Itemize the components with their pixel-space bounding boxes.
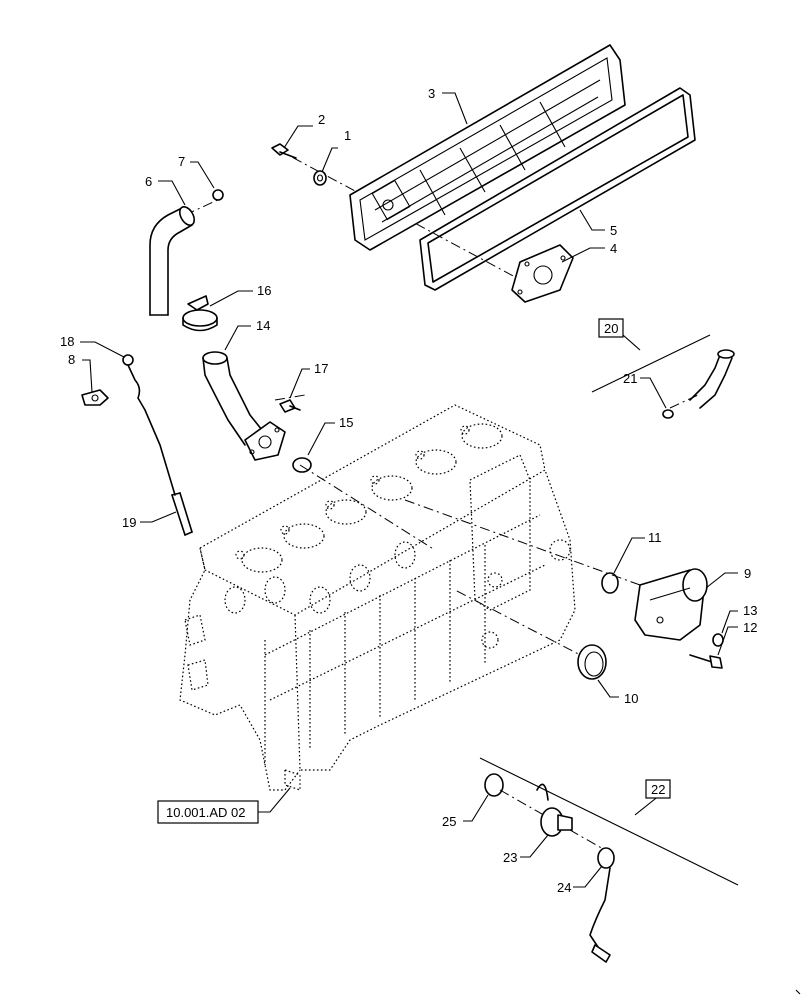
callout-15: 15 — [339, 415, 353, 430]
callout-24: 24 — [557, 880, 571, 895]
kit-22-group — [479, 757, 739, 963]
kit-box-22: 22 — [645, 779, 671, 799]
cover-bolt — [271, 143, 297, 159]
fill-tube-bolt — [279, 399, 301, 413]
callout-labels: 1 2 3 4 5 6 7 8 9 10 11 12 13 14 15 16 1… — [60, 86, 757, 895]
housing-bolt — [689, 654, 723, 669]
engine-block — [179, 404, 576, 791]
oil-fill-tube — [202, 351, 286, 461]
dipstick-tube — [171, 492, 193, 536]
callout-4: 4 — [610, 241, 617, 256]
kit-20-group — [591, 327, 735, 419]
breather-plate — [511, 244, 574, 303]
fill-tube-o-ring — [292, 457, 312, 473]
callout-12: 12 — [743, 620, 757, 635]
oil-filler-cap — [182, 295, 218, 332]
hose-clamp — [212, 189, 224, 201]
callout-19: 19 — [122, 515, 136, 530]
cover-washer — [313, 170, 327, 186]
reference-link-label[interactable]: 10.001.AD 02 — [166, 805, 246, 820]
callout-1: 1 — [344, 128, 351, 143]
leader-lines — [80, 92, 738, 888]
callout-5: 5 — [610, 223, 617, 238]
callout-13: 13 — [743, 603, 757, 618]
callout-7: 7 — [178, 154, 185, 169]
reference-link[interactable]: 10.001.AD 02 — [157, 800, 259, 824]
valve-cover-gasket — [419, 87, 696, 291]
kit-box-20-label: 20 — [604, 321, 618, 336]
callout-9: 9 — [744, 566, 751, 581]
dipstick — [122, 354, 176, 496]
thermostat-seal — [577, 644, 607, 680]
callout-25: 25 — [442, 814, 456, 829]
kit-box-22-label: 22 — [651, 782, 665, 797]
corner-mark — [795, 989, 801, 995]
callout-11: 11 — [648, 530, 662, 545]
callout-21: 21 — [623, 371, 637, 386]
callout-8: 8 — [68, 352, 75, 367]
dipstick-clip — [81, 389, 109, 406]
thermostat-housing — [634, 568, 708, 641]
callout-6: 6 — [145, 174, 152, 189]
callout-18: 18 — [60, 334, 74, 349]
callout-14: 14 — [256, 318, 270, 333]
callout-16: 16 — [257, 283, 271, 298]
valve-cover — [349, 44, 626, 251]
callout-3: 3 — [428, 86, 435, 101]
breather-hose — [149, 206, 196, 316]
kit-box-20: 20 — [598, 318, 624, 338]
callout-10: 10 — [624, 691, 638, 706]
thermostat-o-ring — [601, 572, 619, 594]
callout-23: 23 — [503, 850, 517, 865]
callout-2: 2 — [318, 112, 325, 127]
callout-17: 17 — [314, 361, 328, 376]
